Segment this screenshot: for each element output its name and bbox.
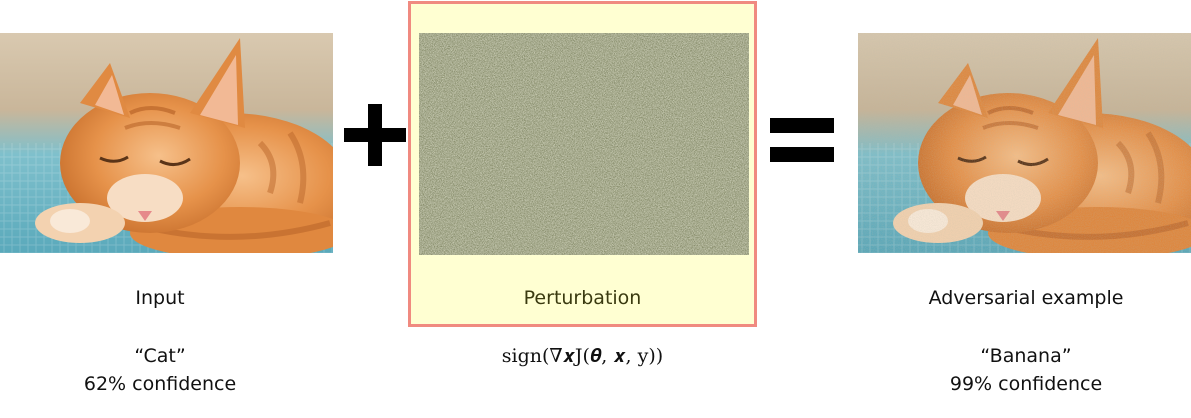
- adversarial-confidence: 99% confidence: [949, 373, 1103, 395]
- input-label: Input: [135, 287, 185, 309]
- sleeping-cat-photo: [858, 33, 1191, 253]
- equals-icon: [770, 112, 838, 168]
- plus-icon: [344, 96, 406, 176]
- noise-image: [419, 33, 749, 255]
- input-cat-image: [0, 33, 333, 253]
- sleeping-cat-photo: [0, 33, 333, 253]
- perturbation-formula: sign(∇𝒙J(𝜽, 𝒙, y)): [501, 345, 664, 367]
- input-prediction: “Cat”: [134, 345, 186, 367]
- adversarial-prediction: “Banana”: [980, 345, 1072, 367]
- input-confidence: 62% confidence: [83, 373, 237, 395]
- perturbation-panel: Perturbation: [408, 1, 757, 327]
- adversarial-label: Adversarial example: [928, 287, 1124, 309]
- noise-texture: [419, 33, 749, 255]
- adversarial-cat-image: [858, 33, 1191, 253]
- perturbation-label: Perturbation: [523, 287, 642, 309]
